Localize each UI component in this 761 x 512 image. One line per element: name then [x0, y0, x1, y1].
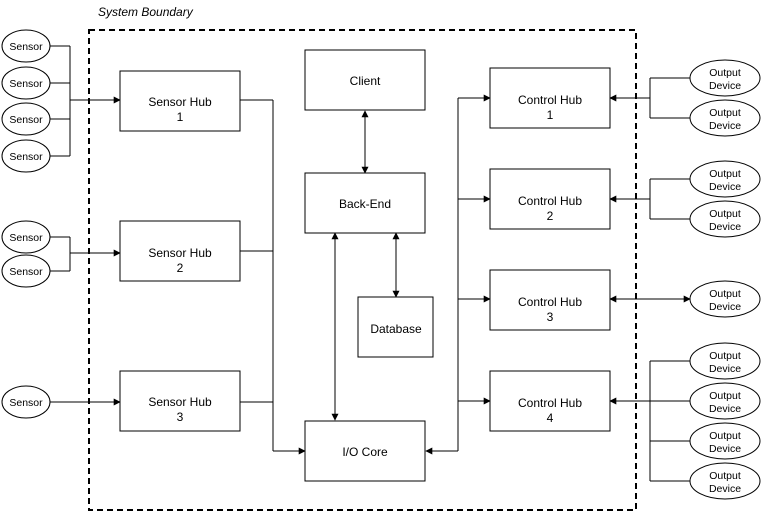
control-hub-3: Control Hub 3 [489, 269, 611, 331]
output-device-label: Output [709, 470, 741, 482]
sensor-hub-number: 2 [177, 261, 184, 275]
io-core-to-control-hubs-connectors [425, 94, 491, 455]
control-hub-label: Control Hub [518, 295, 582, 309]
control-hub-number: 3 [547, 310, 554, 324]
output-device-label: Output [709, 430, 741, 442]
control-hub-label: Control Hub [518, 93, 582, 107]
output-device-label: Device [709, 80, 741, 92]
output-device-label: Device [709, 120, 741, 132]
output-device-label: Device [709, 181, 741, 193]
database-node: Database [357, 296, 434, 358]
control-hub-2: Control Hub 2 [489, 168, 611, 230]
sensor-hubs-to-io-core-connectors [240, 99, 306, 455]
client-node: Client [304, 49, 426, 111]
sensor-label: Sensor [9, 151, 43, 163]
output-device-label: Device [709, 403, 741, 415]
sensor-label: Sensor [9, 41, 43, 53]
output-device-node: Output Device [689, 382, 761, 420]
sensor-label: Sensor [9, 232, 43, 244]
output-device-label: Device [709, 363, 741, 375]
output-device-node: Output Device [689, 280, 761, 318]
control-hub-number: 1 [547, 108, 554, 122]
sensor-hub-label: Sensor Hub [148, 246, 212, 260]
output-device-node: Output Device [689, 200, 761, 238]
sensor-label: Sensor [9, 114, 43, 126]
control-hub-label: Control Hub [518, 194, 582, 208]
output-device-label: Output [709, 350, 741, 362]
sensor-label: Sensor [9, 78, 43, 90]
sensor-hub-1: Sensor Hub 1 [119, 70, 241, 132]
output-device-node: Output Device [689, 422, 761, 460]
io-core-node: I/O Core [304, 420, 426, 482]
sensor-hub-label: Sensor Hub [148, 395, 212, 409]
sensor-hub-3: Sensor Hub 3 [119, 370, 241, 432]
sensor-node: Sensor [1, 66, 51, 100]
control-hub-1: Control Hub 1 [489, 67, 611, 129]
io-core-label: I/O Core [342, 445, 388, 459]
output-device-label: Output [709, 107, 741, 119]
output-device-label: Output [709, 288, 741, 300]
output-device-label: Output [709, 390, 741, 402]
sensor-node: Sensor [1, 254, 51, 288]
output-device-node: Output Device [689, 99, 761, 137]
control-hub-2-output-connectors [609, 178, 690, 220]
output-device-label: Device [709, 221, 741, 233]
output-device-label: Output [709, 208, 741, 220]
output-device-node: Output Device [689, 59, 761, 97]
control-hub-1-output-connectors [609, 77, 690, 119]
sensor-group-1-connectors [50, 45, 121, 157]
sensor-hub-2: Sensor Hub 2 [119, 220, 241, 282]
sensor-node: Sensor [1, 139, 51, 173]
control-hub-number: 4 [547, 411, 554, 425]
client-label: Client [350, 74, 381, 88]
control-hub-label: Control Hub [518, 396, 582, 410]
sensor-label: Sensor [9, 266, 43, 278]
sensor-label: Sensor [9, 397, 43, 409]
system-boundary-title: System Boundary [98, 5, 194, 19]
sensor-hub-number: 3 [177, 410, 184, 424]
sensor-node: Sensor [1, 102, 51, 136]
sensor-node: Sensor [1, 29, 51, 63]
sensor-group-2-connectors [50, 236, 121, 272]
sensor-node: Sensor [1, 220, 51, 254]
output-device-node: Output Device [689, 160, 761, 198]
output-device-label: Device [709, 483, 741, 495]
output-device-label: Device [709, 301, 741, 313]
output-device-label: Output [709, 168, 741, 180]
control-hub-number: 2 [547, 209, 554, 223]
output-device-label: Device [709, 443, 741, 455]
backend-label: Back-End [339, 197, 391, 211]
system-boundary [88, 29, 637, 511]
control-hub-4: Control Hub 4 [489, 370, 611, 432]
output-device-label: Output [709, 67, 741, 79]
sensor-node: Sensor [1, 385, 51, 419]
backend-node: Back-End [304, 172, 426, 234]
output-device-node: Output Device [689, 342, 761, 380]
sensor-hub-number: 1 [177, 110, 184, 124]
database-label: Database [370, 322, 422, 336]
output-device-node: Output Device [689, 462, 761, 500]
sensor-hub-label: Sensor Hub [148, 95, 212, 109]
control-hub-4-output-connectors [609, 360, 690, 482]
